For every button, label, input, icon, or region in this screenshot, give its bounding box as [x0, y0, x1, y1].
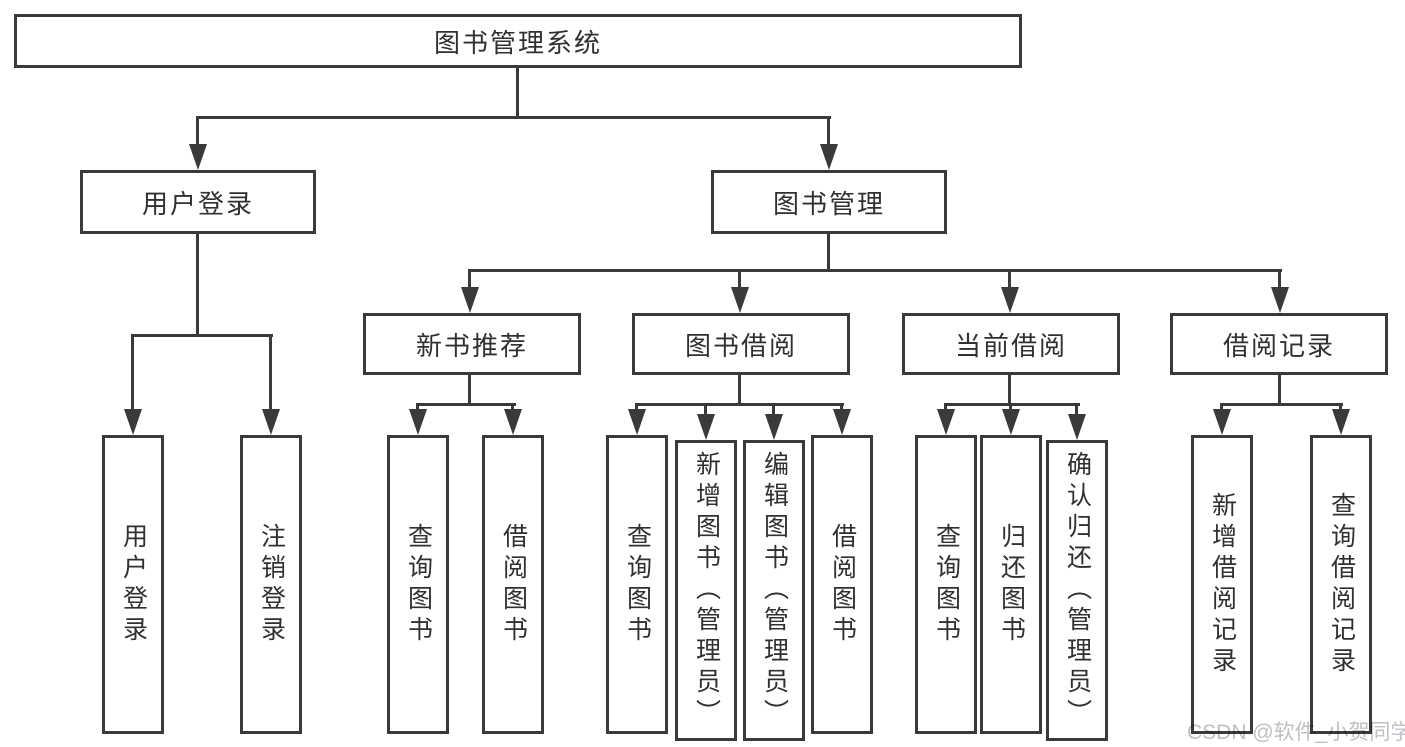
connector-line	[827, 234, 830, 272]
node-label: 用户登录	[141, 188, 254, 219]
connector-line	[468, 269, 471, 294]
leaf-query-borrow-record: 查询借阅记录	[1310, 435, 1372, 734]
connector-line	[1278, 375, 1281, 406]
node-label: 查询图书	[623, 522, 652, 647]
connector-line	[1075, 403, 1078, 419]
arrowhead-down	[1001, 287, 1019, 313]
connector-line	[1008, 269, 1011, 294]
node-book-borrowing: 图书借阅	[632, 313, 850, 375]
leaf-return-books: 归还图书	[980, 435, 1042, 734]
connector-line	[269, 334, 272, 414]
arrowhead-down	[1068, 414, 1086, 440]
arrowhead-down	[628, 409, 646, 435]
arrowhead-down	[1002, 409, 1020, 435]
leaf-logout: 注销登录	[240, 435, 302, 734]
node-label: 用户登录	[119, 522, 148, 647]
node-label: 查询图书	[932, 522, 961, 647]
connector-line	[704, 403, 707, 419]
node-label: 当前借阅	[954, 330, 1067, 361]
node-label: 新增图书（管理员）	[692, 451, 721, 730]
connector-line	[131, 334, 134, 414]
node-label: 图书借阅	[684, 330, 797, 361]
connector-line	[738, 269, 741, 294]
connector-line	[827, 116, 830, 152]
connector-line	[416, 403, 516, 406]
arrowhead-down	[189, 144, 207, 170]
connector-line	[131, 334, 273, 337]
arrowhead-down	[731, 287, 749, 313]
node-label: 新书推荐	[415, 330, 528, 361]
connector-line	[468, 269, 1282, 272]
node-book-management: 图书管理	[711, 170, 947, 234]
leaf-query-books-current: 查询图书	[915, 435, 977, 734]
node-label: 借阅图书	[499, 522, 528, 647]
leaf-confirm-return-admin: 确认归还（管理员）	[1046, 440, 1108, 741]
arrowhead-down	[409, 409, 427, 435]
node-borrowing-records: 借阅记录	[1170, 313, 1388, 375]
arrowhead-down	[124, 409, 142, 435]
arrowhead-down	[504, 409, 522, 435]
connector-line	[738, 375, 741, 406]
node-label: 借阅图书	[828, 522, 857, 647]
connector-line	[468, 375, 471, 406]
leaf-edit-books-admin: 编辑图书（管理员）	[743, 440, 805, 741]
node-label: 新增借阅记录	[1208, 491, 1237, 678]
connector-line	[944, 403, 1080, 406]
leaf-add-books-admin: 新增图书（管理员）	[675, 440, 737, 741]
connector-line	[196, 116, 831, 119]
arrowhead-down	[833, 409, 851, 435]
connector-line	[635, 403, 844, 406]
node-label: 查询图书	[404, 522, 433, 647]
node-label: 图书管理系统	[433, 27, 602, 58]
leaf-query-books-recommend: 查询图书	[387, 435, 449, 734]
arrowhead-down	[1213, 409, 1231, 435]
arrowhead-down	[262, 409, 280, 435]
node-label: 注销登录	[257, 522, 286, 647]
watermark-text: CSDN @软件_小贺同学	[1187, 721, 1405, 744]
arrowhead-down	[1271, 287, 1289, 313]
node-label: 借阅记录	[1222, 330, 1335, 361]
connector-line	[196, 234, 199, 337]
arrowhead-down	[937, 409, 955, 435]
node-label: 确认归还（管理员）	[1063, 451, 1092, 730]
connector-line	[1008, 375, 1011, 406]
node-new-book-recommend: 新书推荐	[363, 313, 581, 375]
node-label: 查询借阅记录	[1327, 491, 1356, 678]
node-label: 归还图书	[997, 522, 1026, 647]
arrowhead-down	[1332, 409, 1350, 435]
arrowhead-down	[461, 287, 479, 313]
leaf-query-books-borrowing: 查询图书	[606, 435, 668, 734]
node-user-login: 用户登录	[80, 170, 316, 234]
leaf-borrow-books-borrowing: 借阅图书	[811, 435, 873, 734]
connector-line	[1278, 269, 1281, 294]
node-library-system: 图书管理系统	[14, 14, 1022, 68]
leaf-add-borrow-record: 新增借阅记录	[1191, 435, 1253, 734]
arrowhead-down	[820, 144, 838, 170]
connector-line	[516, 68, 519, 119]
connector-line	[196, 116, 199, 152]
node-label: 编辑图书（管理员）	[760, 451, 789, 730]
connector-line	[1220, 403, 1343, 406]
arrowhead-down	[697, 414, 715, 440]
leaf-borrow-books-recommend: 借阅图书	[482, 435, 544, 734]
connector-line	[772, 403, 775, 419]
arrowhead-down	[765, 414, 783, 440]
node-current-borrowing: 当前借阅	[902, 313, 1120, 375]
leaf-user-login: 用户登录	[102, 435, 164, 734]
node-label: 图书管理	[772, 188, 885, 219]
